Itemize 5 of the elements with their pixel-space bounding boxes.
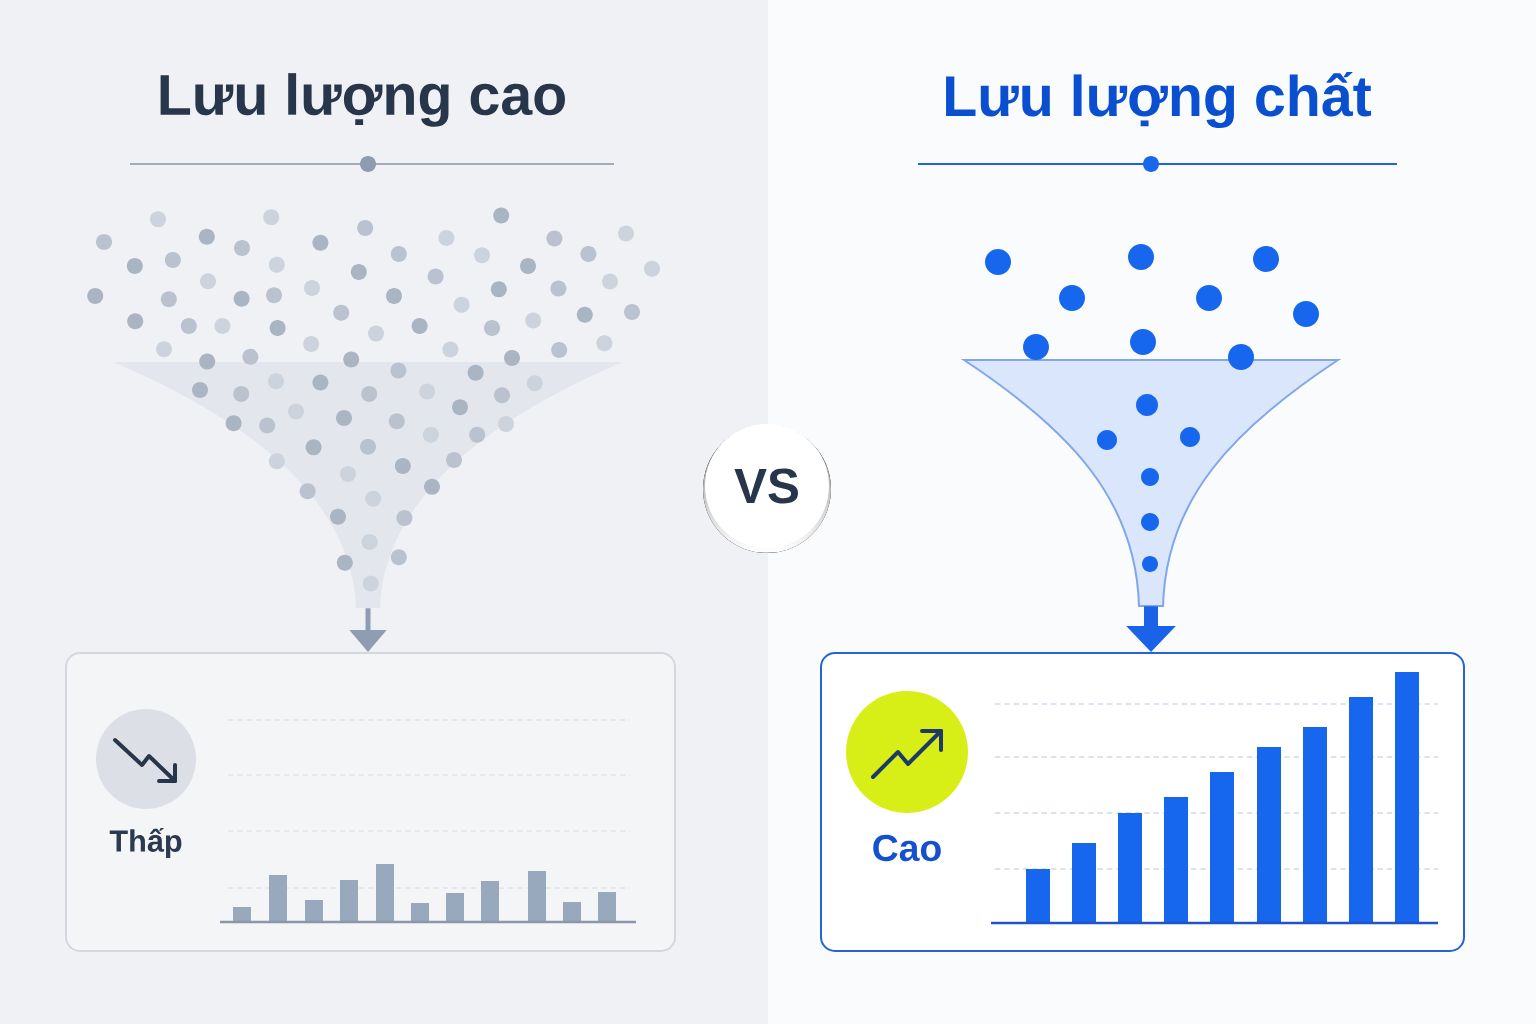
funnel <box>963 359 1339 607</box>
panel-title: Lưu lượng cao <box>160 73 565 127</box>
level-label: Thấp <box>109 828 182 858</box>
panel-title: Lưu lượng chất <box>946 71 1372 129</box>
level-label: Cao <box>873 834 941 862</box>
